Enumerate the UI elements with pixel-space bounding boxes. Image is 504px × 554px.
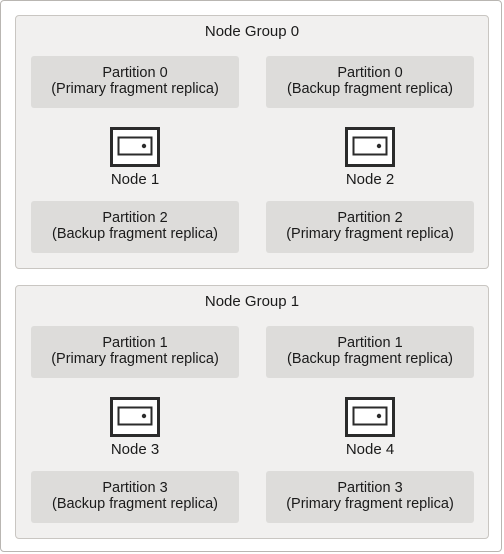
node-group-0: Node Group 0 Partition 0 (Primary fragme… — [15, 15, 489, 269]
node-group-title: Node Group 0 — [204, 23, 300, 40]
node-group-1: Node Group 1 Partition 1 (Primary fragme… — [15, 285, 489, 539]
partition-role: (Backup fragment replica) — [51, 226, 218, 242]
partition-name: Partition 2 — [337, 210, 403, 226]
server-icon — [345, 397, 395, 437]
server-icon — [345, 127, 395, 167]
partition-role: (Primary fragment replica) — [51, 81, 219, 97]
partition-name: Partition 1 — [102, 335, 168, 351]
node: Node 2 — [315, 127, 425, 189]
partition-box: Partition 2 (Primary fragment replica) — [266, 201, 474, 253]
partition-name: Partition 0 — [102, 65, 168, 81]
node: Node 1 — [80, 127, 190, 189]
partition-role: (Primary fragment replica) — [286, 226, 454, 242]
partition-box: Partition 1 (Primary fragment replica) — [31, 326, 239, 378]
partition-name: Partition 3 — [102, 480, 168, 496]
partition-box: Partition 1 (Backup fragment replica) — [266, 326, 474, 378]
partition-box: Partition 3 (Backup fragment replica) — [31, 471, 239, 523]
node-label: Node 3 — [110, 441, 160, 458]
partition-role: (Backup fragment replica) — [286, 81, 453, 97]
server-icon — [110, 397, 160, 437]
node: Node 3 — [80, 397, 190, 459]
server-icon — [110, 127, 160, 167]
partition-box: Partition 3 (Primary fragment replica) — [266, 471, 474, 523]
partition-name: Partition 1 — [337, 335, 403, 351]
partition-box: Partition 2 (Backup fragment replica) — [31, 201, 239, 253]
partition-name: Partition 0 — [337, 65, 403, 81]
partition-name: Partition 2 — [102, 210, 168, 226]
partition-name: Partition 3 — [337, 480, 403, 496]
partition-role: (Backup fragment replica) — [286, 351, 453, 367]
partition-box: Partition 0 (Primary fragment replica) — [31, 56, 239, 108]
partition-box: Partition 0 (Backup fragment replica) — [266, 56, 474, 108]
node-group-title: Node Group 1 — [204, 293, 300, 310]
node: Node 4 — [315, 397, 425, 459]
partition-role: (Backup fragment replica) — [51, 496, 218, 512]
node-label: Node 1 — [110, 171, 160, 188]
node-label: Node 2 — [345, 171, 395, 188]
node-label: Node 4 — [345, 441, 395, 458]
partition-role: (Primary fragment replica) — [286, 496, 454, 512]
partition-role: (Primary fragment replica) — [51, 351, 219, 367]
